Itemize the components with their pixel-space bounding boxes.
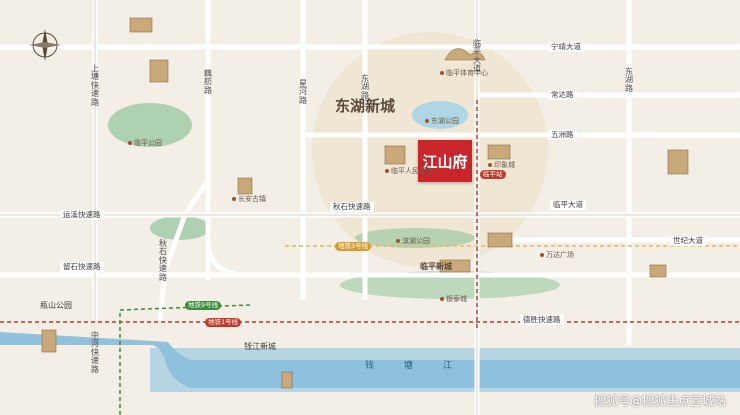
compass-icon xyxy=(29,29,61,61)
landmark-stadium: 临平体育中心 xyxy=(440,70,488,77)
road-yunhe: 运溪快速路 xyxy=(60,210,104,220)
road-donghu-east: 东湖路 xyxy=(625,67,633,93)
landmark-changan: 长安古镇 xyxy=(232,196,266,203)
road-qishi: 留石快速路 xyxy=(60,262,104,272)
road-linping: 临平大道 xyxy=(473,39,481,74)
road-qiushi-v: 秋石快速路 xyxy=(159,239,167,282)
park-south xyxy=(355,228,475,248)
station-tag: 临平站 xyxy=(480,170,506,179)
road-shanghui: 上塘快速路 xyxy=(91,64,99,107)
river-shade xyxy=(150,348,740,392)
road-chengchao: 藕舫路 xyxy=(204,69,212,95)
road-shiji: 世纪大道 xyxy=(670,236,706,246)
landmark-yintai: 银泰城 xyxy=(440,296,467,303)
road-wuzhou: 五洲路 xyxy=(548,130,577,140)
landmark-wanda: 万达广场 xyxy=(540,252,574,259)
road-donghu: 东湖路 xyxy=(361,74,369,100)
road-linping-ave: 临平大道 xyxy=(550,200,586,210)
district-donghu: 东湖新城 xyxy=(335,97,396,115)
building-icons xyxy=(41,17,689,389)
metro1-tag: 地铁1号线 xyxy=(205,318,242,327)
landmark-donghu-park: 东湖公园 xyxy=(425,118,459,125)
watermark: 搜狐号@搜狐焦点宣城站 xyxy=(593,394,726,408)
landmark-linping-park: 临平公园 xyxy=(128,140,162,147)
road-desheng: 德胜快速路 xyxy=(520,315,564,325)
road-ningqing: 宁靖大道 xyxy=(548,42,584,52)
park-west xyxy=(108,103,192,147)
project-marker[interactable]: 江山府 xyxy=(418,140,472,182)
stadium-icon xyxy=(444,48,486,61)
road-changda: 常达路 xyxy=(548,90,577,100)
district-linping: 临平新城 xyxy=(420,262,452,271)
road-zhonghe: 中河快速路 xyxy=(91,331,99,374)
district-qiantang: 钱江新城 xyxy=(244,342,276,351)
metro9-tag: 地铁9号线 xyxy=(185,301,222,310)
road-qiushi-h: 秋石快速路 xyxy=(330,202,374,212)
park-river xyxy=(340,271,560,299)
road-xinghe: 星河路 xyxy=(299,79,307,105)
landmark-hospital: 临平人民医院 xyxy=(385,168,433,175)
river-label: 钱塘江 xyxy=(365,361,483,371)
landmark-pingshan: 瓶山公园 xyxy=(40,301,72,310)
landmark-binhu-park: 滨湖公园 xyxy=(396,238,430,245)
metro3-tag: 地铁3号线 xyxy=(335,242,372,251)
landmark-mall: 印象城 xyxy=(488,162,515,169)
